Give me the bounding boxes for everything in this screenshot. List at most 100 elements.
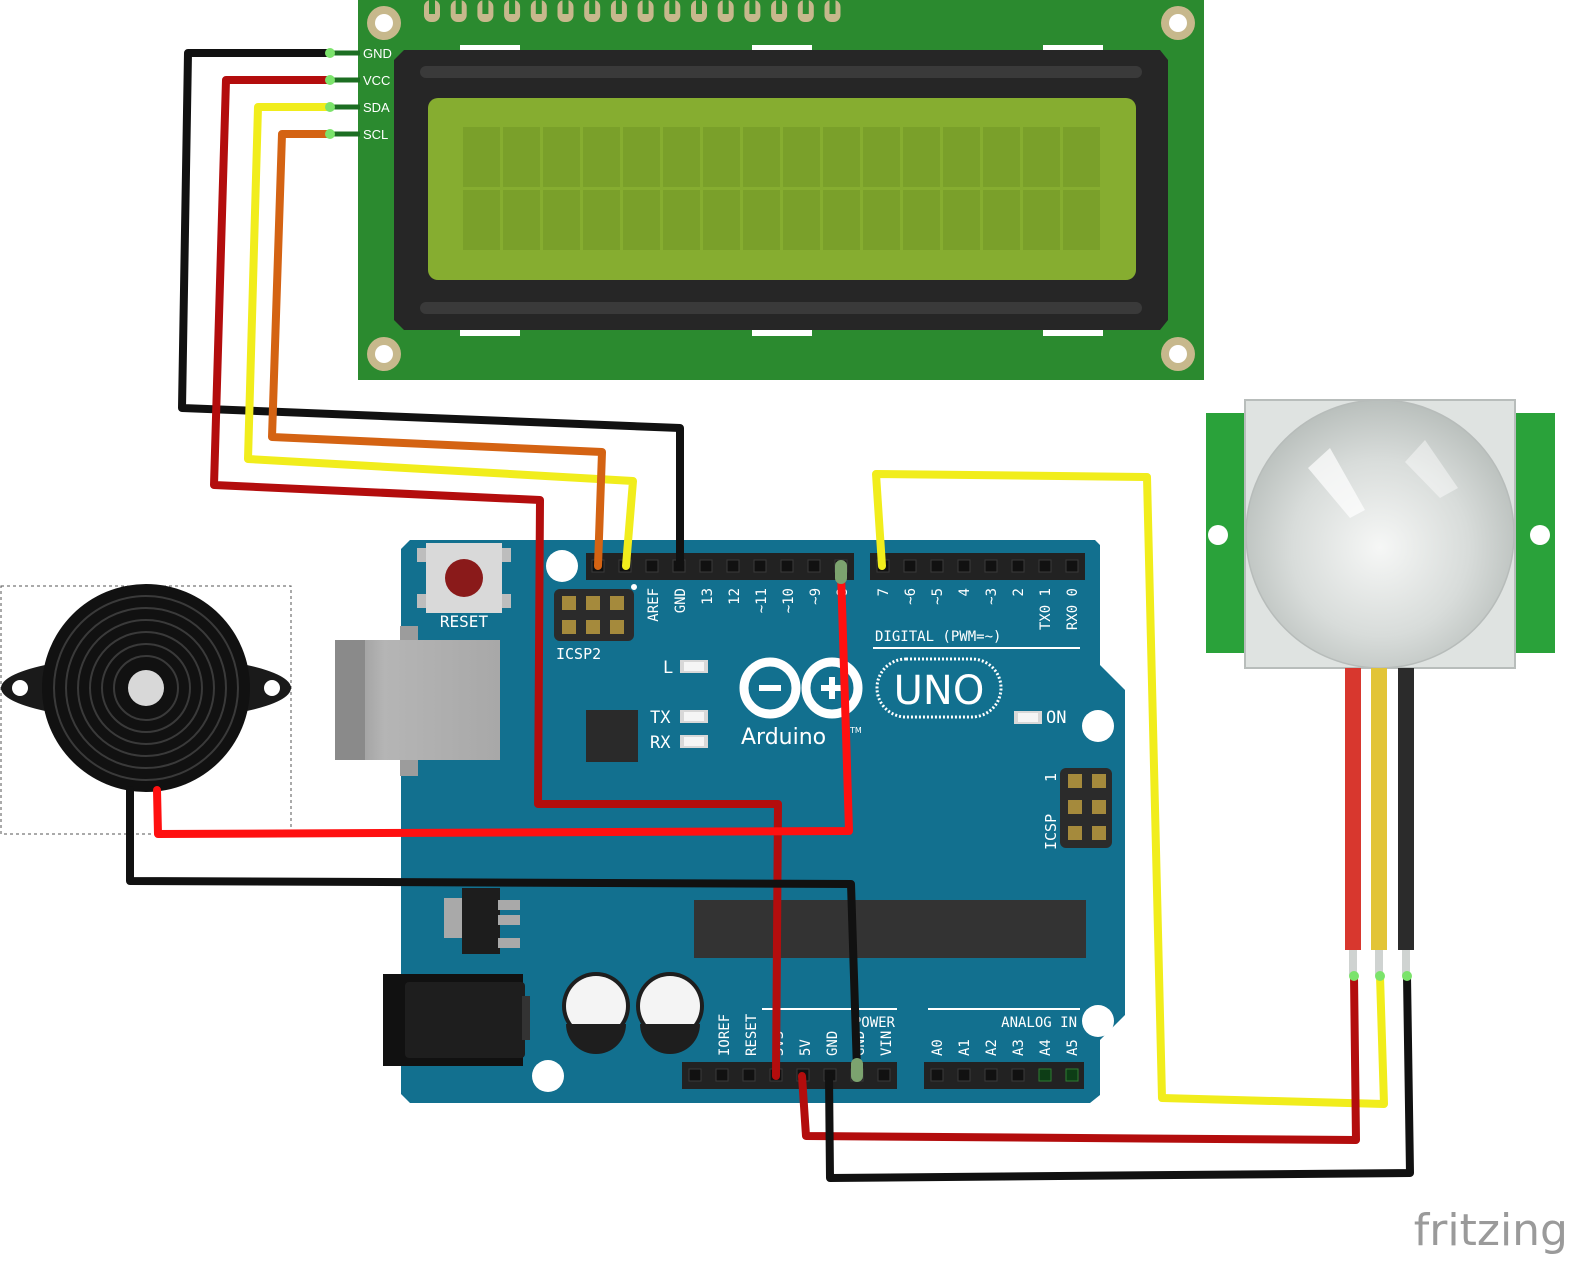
lcd-pin-scl-label: SCL	[363, 127, 388, 142]
lcd-pin-vcc-label: VCC	[363, 73, 390, 88]
pir-lead-vcc	[1345, 668, 1361, 950]
icsp2-pin	[610, 620, 624, 634]
analog-pin	[1065, 1068, 1079, 1082]
lcd-cell	[623, 127, 660, 187]
digital-pin	[930, 559, 944, 573]
lcd-cell	[503, 127, 540, 187]
digital-pin-label: TX0 1	[1038, 588, 1054, 630]
lcd-mounting-holes	[367, 6, 1195, 371]
reset-label: RESET	[440, 612, 489, 631]
lcd-cell	[583, 127, 620, 187]
icsp-pin	[1068, 826, 1082, 840]
usb-connector	[335, 626, 500, 776]
digital-label: DIGITAL (PWM=~)	[875, 629, 1001, 645]
power-pin	[742, 1068, 756, 1082]
power-header	[682, 1062, 897, 1089]
wire-lcd-scl	[268, 130, 606, 570]
capacitors	[562, 972, 704, 1054]
icsp2-label: ICSP2	[556, 645, 601, 663]
lcd-cell	[463, 127, 500, 187]
wire-buzzer-negative	[126, 786, 861, 1074]
analog-pin-label: A2	[984, 1039, 1000, 1056]
lcd-cell	[783, 190, 820, 250]
power-pin	[877, 1068, 891, 1082]
power-pin-label: RESET	[744, 1013, 760, 1056]
digital-pin-label: ~11	[754, 588, 770, 613]
arduino-logo-text: Arduino	[741, 725, 826, 750]
pir-lead-out	[1371, 668, 1387, 950]
digital-pin-label: GND	[673, 588, 689, 613]
icsp-pin1-label: 1	[1042, 773, 1060, 782]
buzzer-rings	[53, 595, 239, 781]
wire-lcd-gnd	[178, 49, 684, 570]
digital-pin-label: ~3	[984, 588, 1000, 605]
icsp2-pin	[562, 620, 576, 634]
digital-pin	[1065, 559, 1079, 573]
buzzer-ring	[89, 631, 203, 745]
icsp-pin	[1068, 800, 1082, 814]
icsp2-header	[554, 584, 637, 641]
arduino-tm: TM	[849, 726, 862, 735]
analog-pin-label: A5	[1065, 1039, 1081, 1056]
lcd-cell	[863, 190, 900, 250]
pir-lead-gnd	[1398, 668, 1414, 950]
status-leds	[680, 660, 1042, 748]
lcd-cell	[703, 190, 740, 250]
analog-pin-label: A3	[1011, 1039, 1027, 1056]
arduino-logo	[739, 657, 863, 719]
digital-pin	[984, 559, 998, 573]
digital-pin	[1038, 559, 1052, 573]
analog-pin	[957, 1068, 971, 1082]
buzzer-ring	[101, 643, 191, 733]
lcd-cell	[983, 127, 1020, 187]
led-tx-label: TX	[650, 708, 671, 728]
wire-lcd-sda	[244, 103, 637, 570]
power-pin-label: 5V	[798, 1039, 814, 1056]
analog-pin	[984, 1068, 998, 1082]
buzzer-ring	[53, 595, 239, 781]
lcd-cell	[863, 127, 900, 187]
lcd-character-cells	[463, 127, 1100, 250]
lcd-cell	[903, 127, 940, 187]
digital-pin-label: RX0 0	[1065, 588, 1081, 630]
power-pin	[715, 1068, 729, 1082]
digital-pin	[807, 559, 821, 573]
analog-pin-label: A0	[930, 1039, 946, 1056]
lcd-cell	[703, 127, 740, 187]
usb-controller-chip	[586, 710, 638, 762]
analog-pin	[930, 1068, 944, 1082]
led-rx-label: RX	[650, 733, 671, 753]
power-pin-label: VIN	[879, 1031, 895, 1056]
digital-pin	[753, 559, 767, 573]
icsp-pin	[1092, 826, 1106, 840]
buzzer-center	[128, 670, 164, 706]
lcd-cell	[823, 190, 860, 250]
wires	[126, 49, 1414, 1182]
analog-header	[924, 1062, 1084, 1089]
digital-pin	[780, 559, 794, 573]
lcd-cell	[1023, 127, 1060, 187]
reset-button[interactable]	[417, 543, 511, 613]
lcd-cell	[783, 127, 820, 187]
lcd-cell	[1063, 190, 1100, 250]
lcd-cell	[743, 190, 780, 250]
digital-pin	[1011, 559, 1025, 573]
lcd-cell	[823, 127, 860, 187]
lcd-pin-gnd-label: GND	[363, 46, 392, 61]
power-pin-label: IOREF	[717, 1014, 733, 1056]
lcd-cell	[743, 127, 780, 187]
buzzer-ring	[65, 607, 227, 769]
dc-power-jack	[383, 974, 530, 1066]
lcd-cell	[663, 190, 700, 250]
analog-label: ANALOG IN	[1001, 1015, 1077, 1031]
led-l-label: L	[663, 658, 673, 678]
pir-sensor	[1206, 399, 1555, 976]
digital-pin	[645, 559, 659, 573]
lcd-cell	[983, 190, 1020, 250]
uno-badge: UNO	[875, 657, 1003, 719]
digital-pin-label: 7	[876, 588, 892, 596]
power-label: POWER	[853, 1015, 896, 1031]
icsp-header	[1060, 768, 1112, 848]
digital-pin-label: 2	[1011, 588, 1027, 596]
